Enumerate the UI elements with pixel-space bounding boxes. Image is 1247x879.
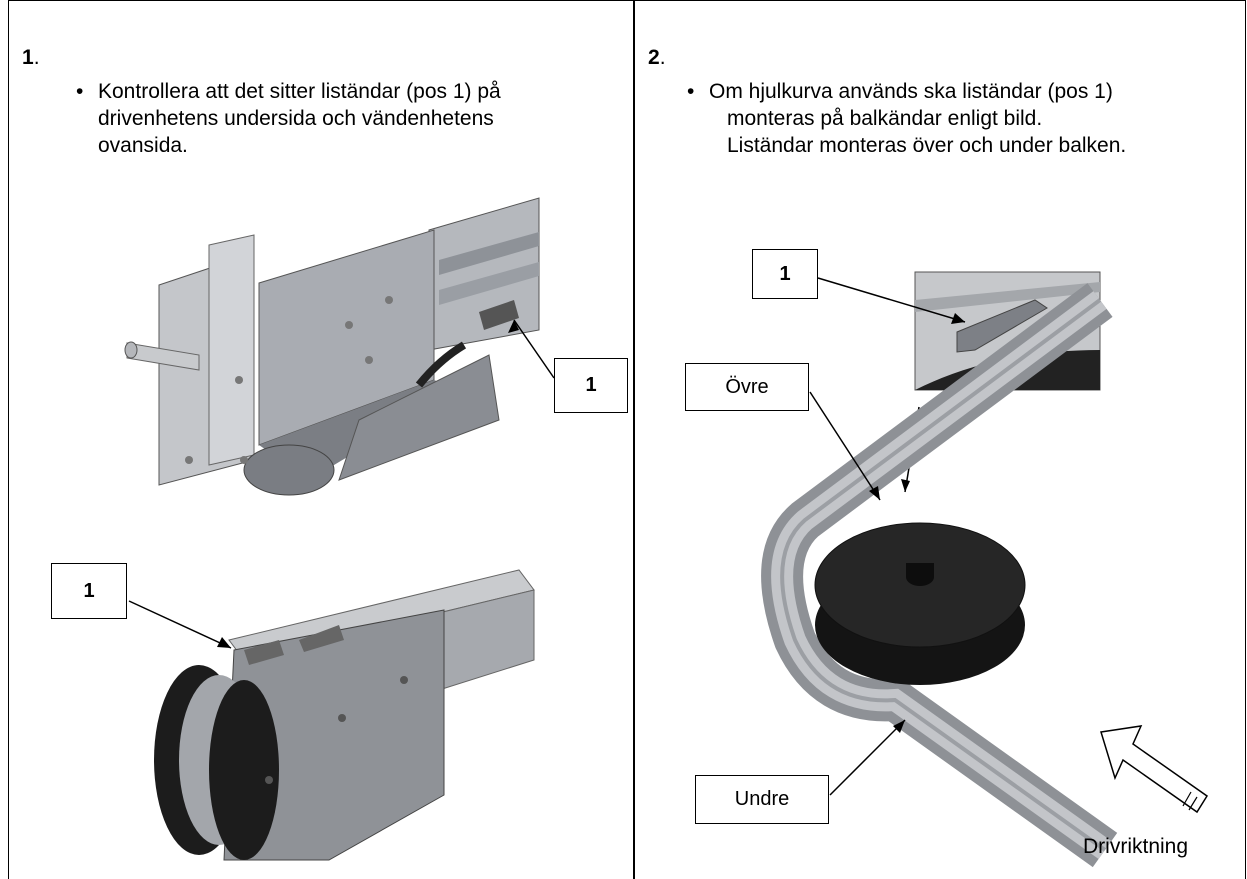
page-frame <box>8 0 1246 879</box>
bullet-icon: • <box>76 80 84 103</box>
column-divider <box>633 0 635 879</box>
wheel-drawing <box>814 522 1026 685</box>
drive-direction-arrow-icon <box>1100 725 1209 814</box>
callout-position-1-bottom: 1 <box>51 563 127 619</box>
bullet-icon: • <box>687 80 695 103</box>
step-1-text-line-2: drivenhetens undersida och vändenhetens <box>98 107 494 130</box>
drive-unit-illustration <box>124 197 555 861</box>
step-2-text-line-3: Liständar monteras över och under balken… <box>727 134 1127 157</box>
rail-curve-drawing <box>761 283 1118 868</box>
step-1-bullet: • Kontrollera att det sitter liständar (… <box>76 78 501 159</box>
panel-step-2: 2. • Om hjulkurva används ska liständar … <box>635 0 1246 879</box>
label-lower-box: Undre <box>695 775 829 824</box>
step-2-heading: 2. <box>648 46 666 69</box>
drive-unit-drawing <box>124 197 540 496</box>
turn-unit-drawing <box>154 569 535 861</box>
step-2-bullet: • Om hjulkurva används ska liständar (po… <box>687 78 1127 159</box>
panel-step-1: 1. • Kontrollera att det sitter listända… <box>9 0 633 879</box>
step-2-text-line-1: Om hjulkurva används ska liständar (pos … <box>709 80 1113 103</box>
step-1-text-line-3: ovansida. <box>98 134 188 157</box>
caption-drive-direction: Drivriktning <box>1083 835 1189 858</box>
callout-position-1-top: 1 <box>554 358 628 413</box>
label-upper-box: Övre <box>685 363 809 411</box>
step-2-text-line-2: monteras på balkändar enligt bild. <box>727 107 1043 130</box>
callout-position-1: 1 <box>752 249 818 299</box>
step-1-heading: 1. <box>22 46 40 69</box>
step-1-text-line-1: Kontrollera att det sitter liständar (po… <box>98 80 501 103</box>
wheel-curve-illustration <box>761 271 1209 868</box>
